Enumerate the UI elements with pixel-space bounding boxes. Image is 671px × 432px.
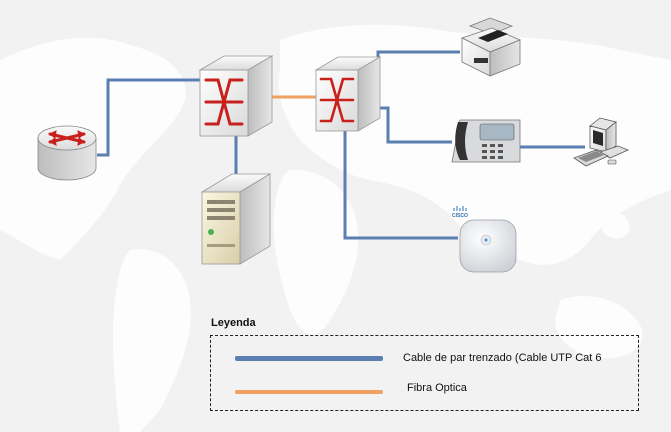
legend-utp-line xyxy=(235,356,383,361)
legend-fibra-line xyxy=(235,390,383,394)
switch-icon[interactable] xyxy=(198,55,274,137)
server-icon[interactable] xyxy=(200,173,272,265)
access-point-brand: CISCO xyxy=(452,213,468,219)
cisco-logo-icon xyxy=(453,206,467,211)
router-icon[interactable] xyxy=(37,125,97,181)
ip-phone-icon[interactable] xyxy=(451,119,521,163)
desktop-computer-icon[interactable] xyxy=(573,117,630,167)
wireless-access-point-icon[interactable]: CISCO xyxy=(452,206,517,273)
switch-icon[interactable] xyxy=(314,56,382,132)
legend-utp-label: Cable de par trenzado (Cable UTP Cat 6 xyxy=(403,352,602,364)
legend-title: Leyenda xyxy=(211,317,256,329)
link-switch2-ap xyxy=(343,128,458,240)
link-router-switch1 xyxy=(97,78,200,157)
printer-icon[interactable] xyxy=(460,17,522,77)
legend: Cable de par trenzado (Cable UTP Cat 6 F… xyxy=(210,335,639,411)
link-switch2-phone xyxy=(378,106,452,144)
legend-fibra-label: Fibra Optica xyxy=(407,382,467,394)
